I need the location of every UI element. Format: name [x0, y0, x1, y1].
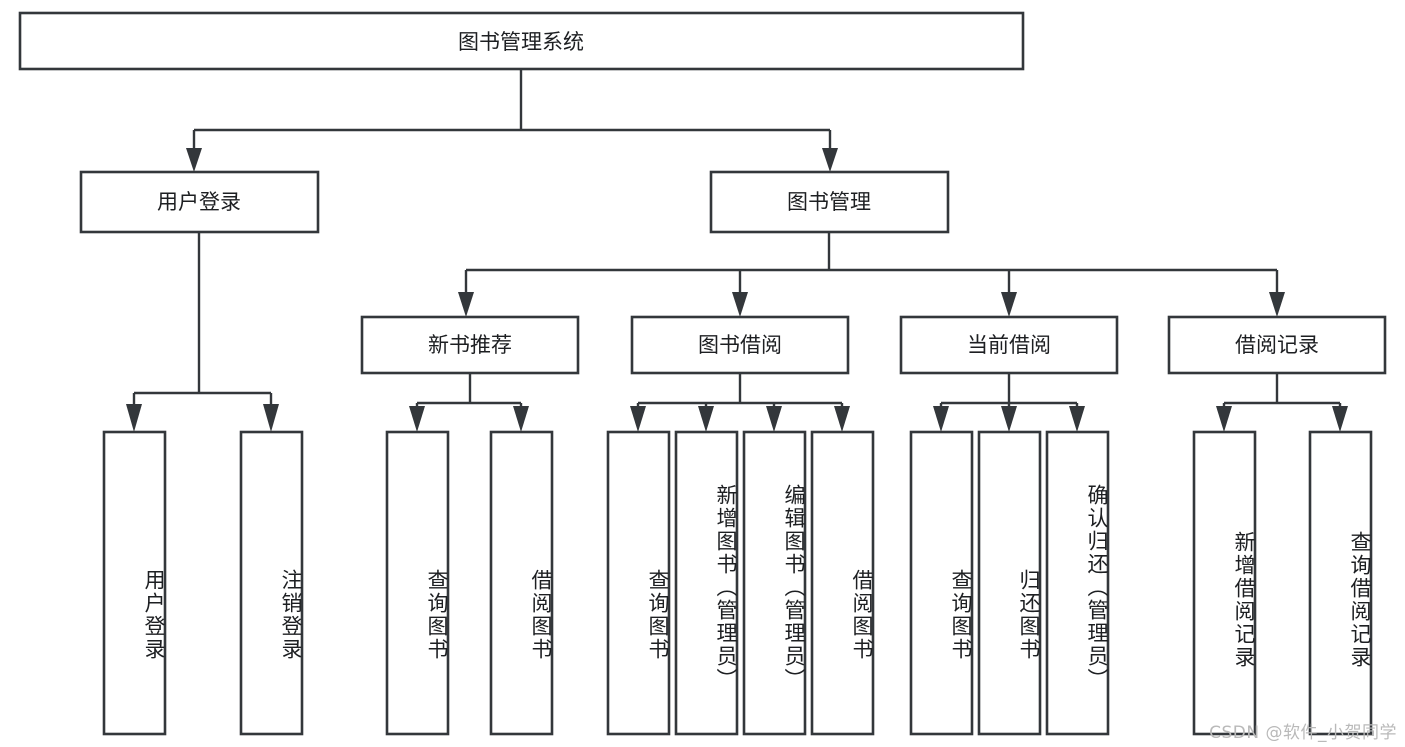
- arrowhead-leaf-add-book: [698, 406, 714, 432]
- arrowhead-book-borrow: [732, 292, 748, 317]
- node-root[interactable]: 图书管理系统: [18, 11, 1025, 71]
- arrowhead-new-book-rec: [458, 292, 474, 317]
- arrowhead-leaf-query-book-3: [933, 406, 949, 432]
- book-borrow-box[interactable]: [630, 315, 850, 375]
- leaf-box-edit-book[interactable]: [742, 430, 807, 736]
- leaf-box-confirm-return[interactable]: [1045, 430, 1110, 736]
- root-box[interactable]: [18, 11, 1025, 71]
- leaf-box-add-record[interactable]: [1192, 430, 1257, 736]
- leaf-box-borrow-book-2[interactable]: [810, 430, 875, 736]
- arrowhead-leaf-user-logout: [263, 404, 279, 432]
- current-borrow-label: 当前借阅: [967, 333, 1051, 357]
- user-login-label: 用户登录: [157, 190, 241, 214]
- arrowhead-user-login: [186, 148, 202, 172]
- root-label: 图书管理系统: [458, 30, 584, 54]
- node-user-login[interactable]: 用户登录: [79, 170, 320, 234]
- new-book-rec-label: 新书推荐: [428, 333, 512, 357]
- borrow-record-box[interactable]: [1167, 315, 1387, 375]
- leaf-box-return-book[interactable]: [977, 430, 1042, 736]
- leaf-box-user-login[interactable]: [102, 430, 167, 736]
- node-book-manage[interactable]: 图书管理: [709, 170, 950, 234]
- arrowhead-leaf-borrow-book-1: [513, 406, 529, 432]
- node-book-borrow[interactable]: 图书借阅: [630, 315, 850, 375]
- current-borrow-box[interactable]: [899, 315, 1119, 375]
- arrowhead-leaf-query-book-1: [409, 406, 425, 432]
- leaf-box-query-book-2[interactable]: [606, 430, 671, 736]
- leaf-box-query-book-3[interactable]: [909, 430, 974, 736]
- arrowhead-leaf-confirm-return: [1069, 406, 1085, 432]
- arrowhead-borrow-record: [1269, 292, 1285, 317]
- book-manage-box[interactable]: [709, 170, 950, 234]
- arrowhead-current-borrow: [1001, 292, 1017, 317]
- book-manage-label: 图书管理: [787, 190, 871, 214]
- arrowhead-leaf-return-book: [1001, 406, 1017, 432]
- node-current-borrow[interactable]: 当前借阅: [899, 315, 1119, 375]
- csdn-watermark: CSDN @软件_小贺同学: [1209, 723, 1397, 743]
- leaf-box-query-record[interactable]: [1308, 430, 1373, 736]
- leaf-box-query-book-1[interactable]: [385, 430, 450, 736]
- arrowhead-leaf-query-book-2: [630, 406, 646, 432]
- book-borrow-label: 图书借阅: [698, 333, 782, 357]
- node-new-book-rec[interactable]: 新书推荐: [360, 315, 580, 375]
- node-borrow-record[interactable]: 借阅记录: [1167, 315, 1387, 375]
- arrowhead-leaf-edit-book: [766, 406, 782, 432]
- arrowhead-leaf-user-login: [126, 404, 142, 432]
- arrowhead-leaf-borrow-book-2: [834, 406, 850, 432]
- leaf-box-borrow-book-1[interactable]: [489, 430, 554, 736]
- arrowhead-leaf-query-record: [1332, 406, 1348, 432]
- arrowhead-leaf-add-record: [1216, 406, 1232, 432]
- new-book-rec-box[interactable]: [360, 315, 580, 375]
- arrowhead-book-manage: [822, 148, 838, 172]
- leaf-box-user-logout[interactable]: [239, 430, 304, 736]
- leaf-box-add-book[interactable]: [674, 430, 739, 736]
- borrow-record-label: 借阅记录: [1235, 333, 1319, 357]
